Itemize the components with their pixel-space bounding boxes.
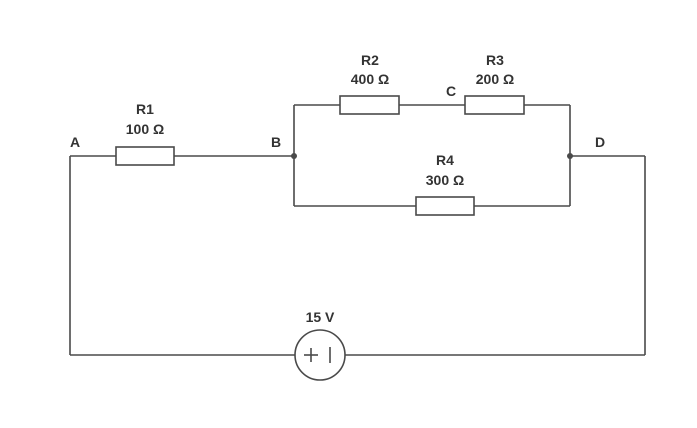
r3-value: 200 Ω — [476, 71, 514, 87]
voltage-source-ring — [294, 329, 346, 381]
r1-name: R1 — [136, 101, 154, 117]
resistor-r4 — [415, 196, 475, 216]
r2-name: R2 — [361, 52, 379, 68]
r2-value: 400 Ω — [351, 71, 389, 87]
resistor-r1 — [115, 146, 175, 166]
r4-name: R4 — [436, 152, 454, 168]
junction-b — [291, 153, 297, 159]
junction-d — [567, 153, 573, 159]
r3-name: R3 — [486, 52, 504, 68]
wires — [69, 104, 646, 356]
node-label-b: B — [271, 134, 281, 150]
resistor-r3 — [464, 95, 525, 115]
r4-value: 300 Ω — [426, 172, 464, 188]
node-label-d: D — [595, 134, 605, 150]
resistor-r2 — [339, 95, 400, 115]
voltage-source — [294, 329, 346, 381]
r1-value: 100 Ω — [126, 121, 164, 137]
node-label-a: A — [70, 134, 80, 150]
node-label-c: C — [446, 83, 456, 99]
voltage-source-label: 15 V — [306, 309, 335, 325]
